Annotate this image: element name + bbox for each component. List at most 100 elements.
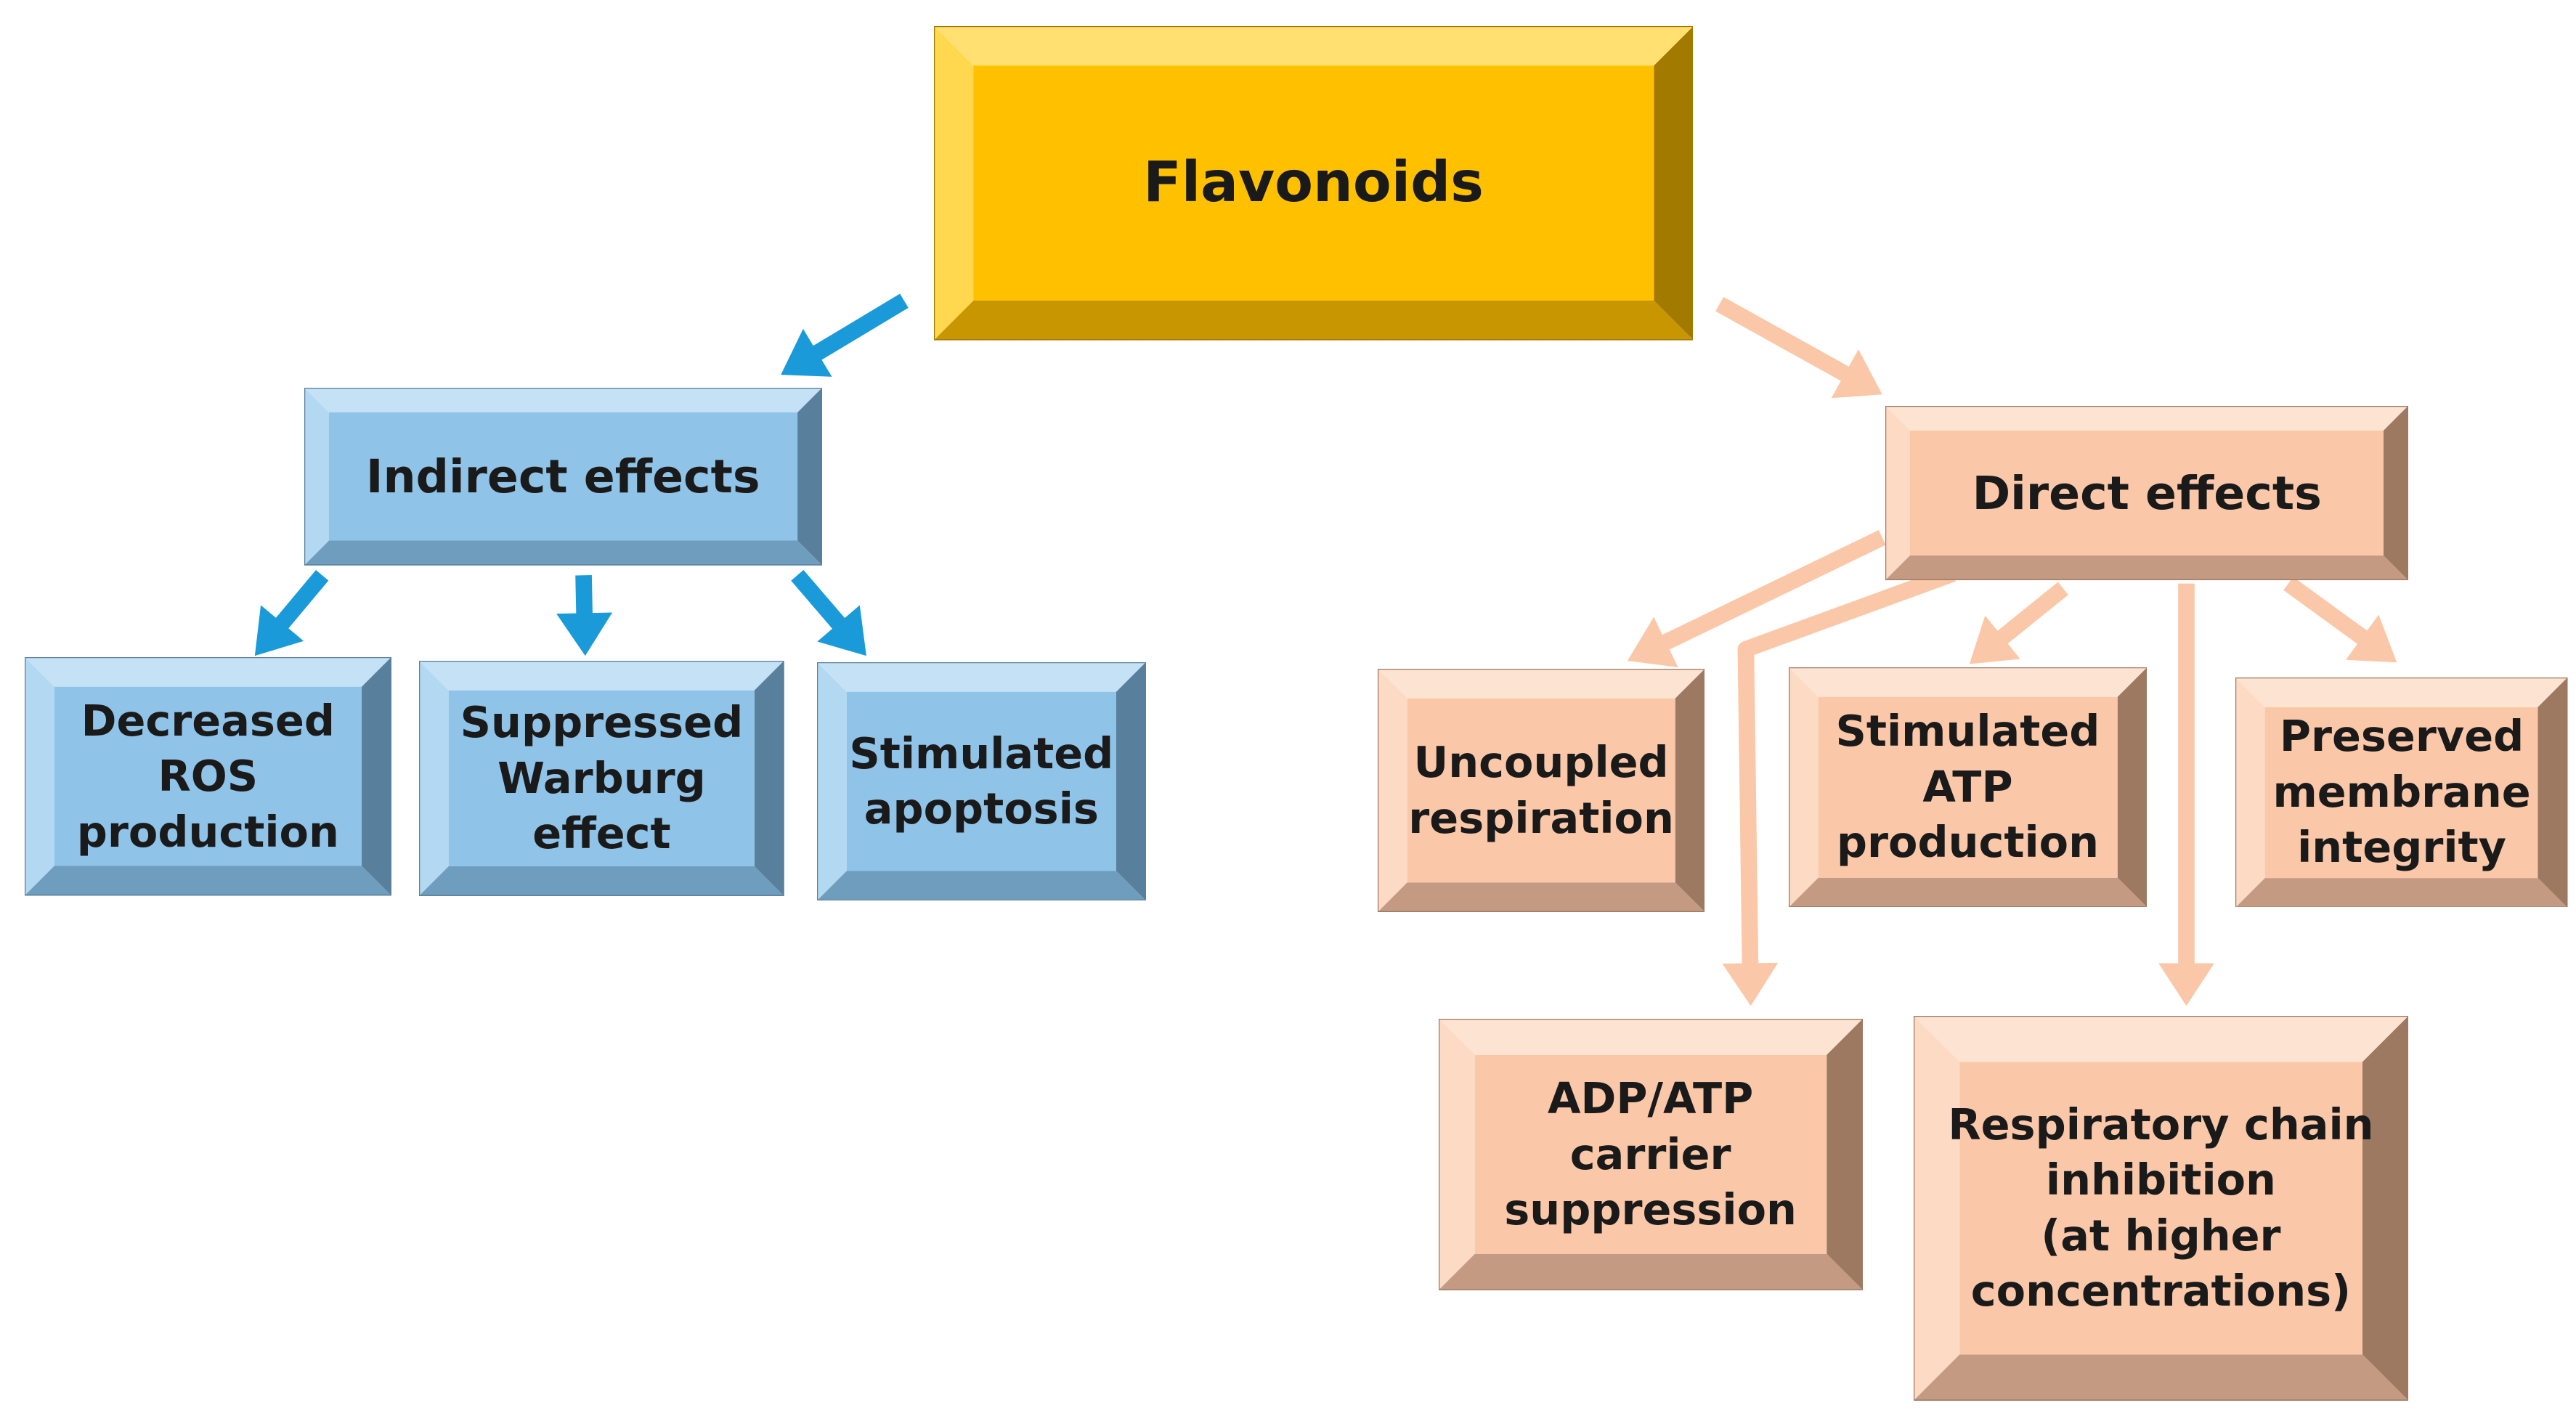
node-indirect: Indirect effects <box>304 388 822 566</box>
bevel-right <box>797 388 822 566</box>
node-atp-line: Stimulated <box>1835 706 2100 757</box>
arrow-shaft <box>1995 582 2068 646</box>
arrow-head <box>1969 615 2020 664</box>
node-atp-line: ATP <box>1922 761 2013 812</box>
bevel-outline <box>1788 667 2148 908</box>
bevel-bottom <box>816 871 1146 901</box>
arrow-head <box>2346 614 2397 663</box>
bevel-bottom <box>1913 1354 2409 1401</box>
node-warburg-bevel <box>419 660 784 896</box>
bevel-right <box>1116 662 1146 901</box>
arrow-to-chain <box>2158 583 2215 1006</box>
bevel-top <box>1788 667 2148 697</box>
bevel-right <box>2384 406 2409 581</box>
node-uncoupled-line: respiration <box>1408 792 1674 843</box>
bevel-bottom <box>304 540 822 566</box>
arrow-head <box>1722 962 1779 1006</box>
bevel-left <box>2235 677 2266 908</box>
bevel-top <box>419 660 784 691</box>
node-membrane-bevel <box>2235 677 2568 908</box>
bevel-outline <box>304 388 822 566</box>
node-membrane-line: integrity <box>2297 822 2506 873</box>
node-chain-line: inhibition <box>2045 1155 2276 1205</box>
bevel-right <box>2538 677 2568 908</box>
node-ros-line: production <box>76 806 339 857</box>
bevel-outline <box>1377 669 1705 913</box>
arrow-to-carrier <box>1722 566 1956 1006</box>
node-atp-line: production <box>1836 817 2099 868</box>
bevel-right <box>2117 667 2148 908</box>
bevel-left <box>1913 1015 1960 1401</box>
bevel-face <box>1818 696 2118 878</box>
bevel-right <box>1654 26 1694 341</box>
bevel-right <box>2362 1015 2409 1401</box>
bevel-top <box>1885 406 2409 431</box>
node-indirect-label: Indirect effects <box>329 412 797 541</box>
node-flavonoids-bevel <box>933 26 1694 341</box>
bevel-face <box>1959 1062 2362 1355</box>
bevel-top <box>1913 1015 2409 1062</box>
arrow-shaft <box>791 569 847 631</box>
node-indirect-bevel <box>304 388 822 566</box>
node-warburg-line: Suppressed <box>460 696 744 747</box>
arrow-shaft <box>575 575 593 617</box>
arrow-head <box>556 612 613 656</box>
bevel-left <box>1788 667 1819 908</box>
node-carrier-line: suppression <box>1504 1184 1797 1235</box>
bevel-left <box>1377 669 1407 913</box>
bevel-top <box>1438 1019 1863 1056</box>
bevel-face <box>1407 699 1675 883</box>
arrow-shaft <box>810 293 909 362</box>
node-ros-line: ROS <box>158 751 259 802</box>
node-chain-line: (at higher <box>2041 1210 2281 1261</box>
node-flavonoids-label: Flavonoids <box>973 66 1654 301</box>
bevel-right <box>1675 669 1705 913</box>
bevel-outline <box>1885 406 2409 581</box>
arrow-shaft <box>1737 566 1956 967</box>
node-chain-bevel <box>1913 1015 2409 1401</box>
arrow-to-apoptosis <box>791 569 866 656</box>
bevel-top <box>2235 677 2568 707</box>
bevel-outline <box>816 662 1146 901</box>
arrow-head <box>1831 349 1882 399</box>
bevel-outline <box>419 660 784 896</box>
node-direct: Direct effects <box>1885 406 2409 581</box>
bevel-face <box>2265 707 2538 878</box>
arrow-head <box>1627 617 1678 667</box>
node-apoptosis-line: Stimulated <box>849 728 1114 778</box>
arrow-shaft <box>1715 296 1852 383</box>
bevel-right <box>754 660 784 896</box>
node-ros-line: Decreased <box>81 695 335 746</box>
bevel-bottom <box>419 866 784 896</box>
arrow-to-indirect <box>781 293 909 377</box>
node-carrier-line: carrier <box>1569 1128 1731 1179</box>
arrow-to-direct <box>1715 296 1882 399</box>
bevel-left <box>304 388 329 566</box>
arrow-to-warburg <box>556 575 613 656</box>
bevel-top <box>304 388 822 413</box>
node-apoptosis-line: apoptosis <box>864 784 1099 834</box>
arrow-head <box>2158 963 2215 1006</box>
bevel-right <box>361 657 391 896</box>
bevel-face <box>1910 431 2384 556</box>
bevel-outline <box>1913 1015 2409 1401</box>
bevel-left <box>1438 1019 1475 1290</box>
bevel-left <box>933 26 974 341</box>
bevel-bottom <box>1788 877 2148 908</box>
node-chain-line: concentrations) <box>1970 1266 2352 1317</box>
node-flavonoids-line: Flavonoids <box>1143 150 1484 216</box>
bevel-face <box>54 687 362 866</box>
